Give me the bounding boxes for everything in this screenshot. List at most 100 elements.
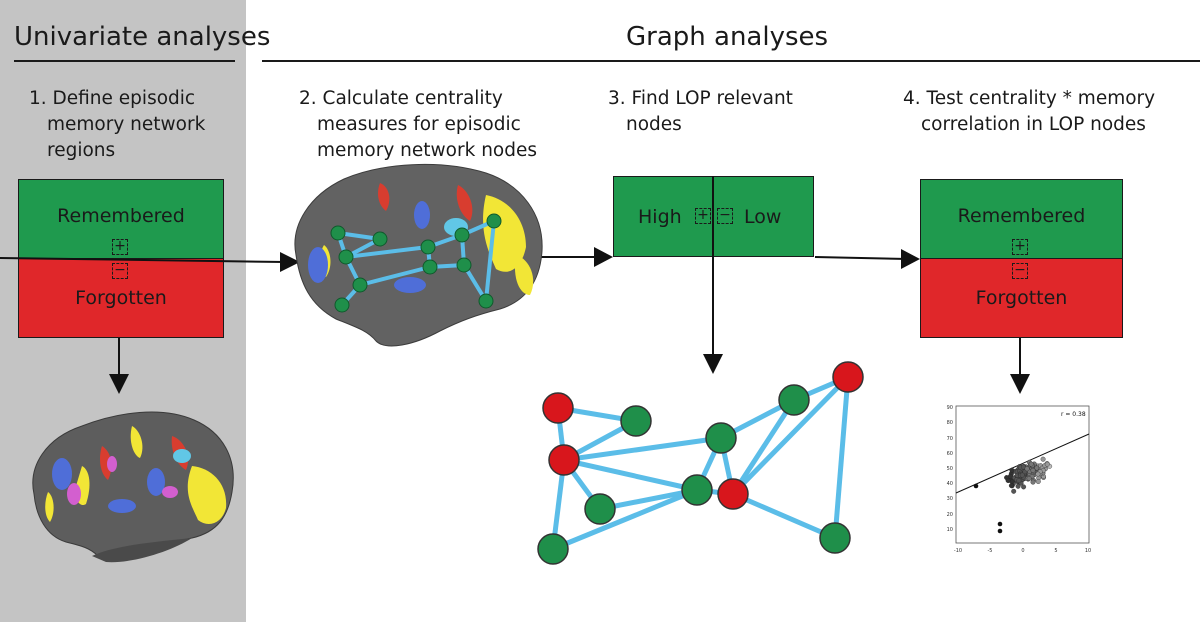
forgotten-box: Forgotten [18, 258, 224, 338]
scatter-point [1035, 479, 1041, 484]
arrowhead [1010, 374, 1030, 394]
step2-text: 2. Calculate centrality measures for epi… [299, 86, 537, 164]
scatter-point [1030, 479, 1036, 485]
remembered-label: Remembered [57, 205, 185, 227]
lop-node [832, 361, 864, 393]
network-node [778, 384, 810, 416]
plus-sign: + [112, 239, 128, 255]
step4-line: 4. Test centrality * memory [903, 88, 1156, 109]
scatter-point [973, 483, 979, 489]
ytick-label: 40 [947, 481, 953, 487]
low-label: Low [744, 206, 782, 228]
step2-line: memory network nodes [317, 140, 537, 161]
xtick-label: 10 [1085, 548, 1091, 554]
scatter-point [1009, 467, 1015, 473]
arrowhead [901, 249, 920, 269]
step2-line: 2. Calculate centrality [299, 88, 503, 109]
lop-node [542, 392, 574, 424]
step3-line: nodes [626, 114, 682, 135]
step1-text: 1. Define episodic memory network region… [29, 86, 205, 164]
step1-line: memory network [47, 114, 206, 135]
lop-node [717, 478, 749, 510]
scatter-point [1040, 456, 1046, 462]
xtick-label: 5 [1054, 548, 1057, 554]
scatter-point [1015, 483, 1021, 489]
step1-line: regions [47, 140, 116, 161]
plus-sign: + [695, 208, 711, 224]
network-node [338, 249, 354, 265]
ytick-label: 80 [947, 420, 953, 426]
remembered-label: Remembered [957, 205, 1086, 227]
network-node [334, 297, 350, 313]
network-node [478, 293, 494, 309]
network-node [584, 493, 616, 525]
network-node [422, 259, 438, 275]
scatter-point [1030, 467, 1036, 473]
correlation-label: r = 0.38 [1061, 411, 1086, 418]
network-node [537, 533, 569, 565]
high-label: High [638, 206, 682, 228]
network-node [372, 231, 388, 247]
xtick-label: -10 [954, 548, 962, 554]
scatter-point [1024, 466, 1030, 472]
step3-text: 3. Find LOP relevant nodes [608, 86, 793, 138]
remembered-box: Remembered [920, 179, 1123, 259]
network-node [819, 522, 851, 554]
scatter-point [1005, 478, 1011, 483]
scatter-point [1034, 465, 1040, 471]
minus-sign: − [1012, 263, 1028, 279]
xtick-label: 0 [1021, 548, 1024, 554]
forgotten-label: Forgotten [975, 287, 1068, 309]
scatter-point [1026, 476, 1032, 481]
arrowhead [109, 374, 129, 394]
minus-sign: − [717, 208, 733, 224]
ytick-label: 30 [947, 496, 953, 502]
lop-network-graph [537, 361, 864, 565]
scatter-point [1016, 478, 1022, 484]
arrowhead [703, 354, 723, 374]
scatter-point [1028, 461, 1034, 467]
univariate-rule [14, 60, 235, 62]
step1-line: 1. Define episodic [29, 88, 196, 109]
univariate-heading: Univariate analyses [14, 22, 271, 52]
arrow-to-brain [0, 257, 286, 263]
network-node [456, 257, 472, 273]
network-node [705, 422, 737, 454]
ytick-label: 90 [947, 405, 953, 411]
step2-line: measures for episodic [317, 114, 521, 135]
step3-line: 3. Find LOP relevant [608, 88, 793, 109]
ytick-label: 50 [947, 466, 953, 472]
network-node [352, 277, 368, 293]
xtick-label: -5 [988, 548, 993, 554]
scatter-point [997, 528, 1003, 534]
forgotten-box: Forgotten [920, 258, 1123, 338]
ytick-label: 60 [947, 451, 953, 457]
network-node [620, 405, 652, 437]
ytick-label: 20 [947, 512, 953, 518]
network-node [681, 474, 713, 506]
network-node [330, 225, 346, 241]
arrowhead [280, 252, 300, 272]
plus-sign: + [1012, 239, 1028, 255]
forgotten-label: Forgotten [75, 287, 167, 309]
scatter-point [997, 521, 1003, 527]
graph-heading: Graph analyses [626, 22, 829, 52]
network-node [486, 213, 502, 229]
step4-text: 4. Test centrality * memory correlation … [903, 86, 1155, 138]
graph-rule [262, 60, 1200, 62]
network-node [420, 239, 436, 255]
scatter-point [1011, 488, 1017, 494]
scatter-point [1007, 473, 1013, 479]
lop-node [548, 444, 580, 476]
scatter-point [1035, 471, 1041, 477]
arrowhead [594, 247, 613, 267]
scatter-point [1021, 484, 1027, 490]
step4-line: correlation in LOP nodes [921, 114, 1146, 135]
arrow-to-box4 [814, 256, 909, 260]
scatter-point [1044, 461, 1050, 467]
centrality-memory-scatter: r = 0.38 90 80 70 60 50 40 30 20 10 -10 … [947, 405, 1092, 554]
ytick-label: 10 [947, 527, 953, 533]
ytick-label: 70 [947, 436, 953, 442]
network-node [454, 227, 470, 243]
